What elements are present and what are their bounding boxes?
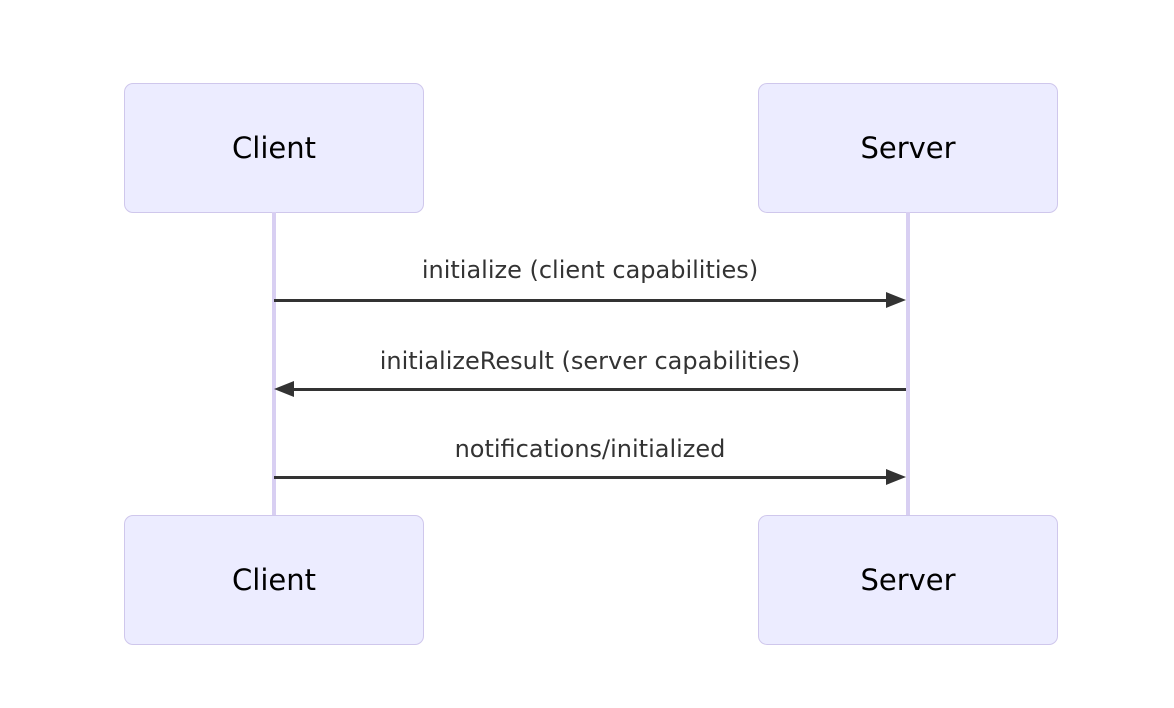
message-3-arrow	[274, 469, 906, 485]
message-2-label: initializeResult (server capabilities)	[379, 347, 801, 375]
actor-label-client-top: Client	[232, 131, 316, 165]
actor-box-server-top: Server	[758, 83, 1058, 213]
message-3-label: notifications/initialized	[454, 435, 726, 463]
actor-box-client-top: Client	[124, 83, 424, 213]
arrowhead-left-icon	[274, 381, 294, 397]
arrowhead-right-icon	[886, 469, 906, 485]
actor-label-server-top: Server	[860, 131, 956, 165]
message-2-arrow-line	[290, 387, 906, 391]
actor-label-client-bottom: Client	[232, 563, 316, 597]
arrowhead-right-icon	[886, 292, 906, 308]
actor-box-client-bottom: Client	[124, 515, 424, 645]
lifeline-server	[906, 212, 910, 516]
message-1-label: initialize (client capabilities)	[421, 256, 759, 284]
actor-label-server-bottom: Server	[860, 563, 956, 597]
actor-box-server-bottom: Server	[758, 515, 1058, 645]
message-2-arrow	[274, 381, 906, 397]
message-3-arrow-line	[274, 475, 890, 479]
message-1-arrow	[274, 292, 906, 308]
lifeline-client	[272, 212, 276, 516]
message-1-arrow-line	[274, 298, 890, 302]
